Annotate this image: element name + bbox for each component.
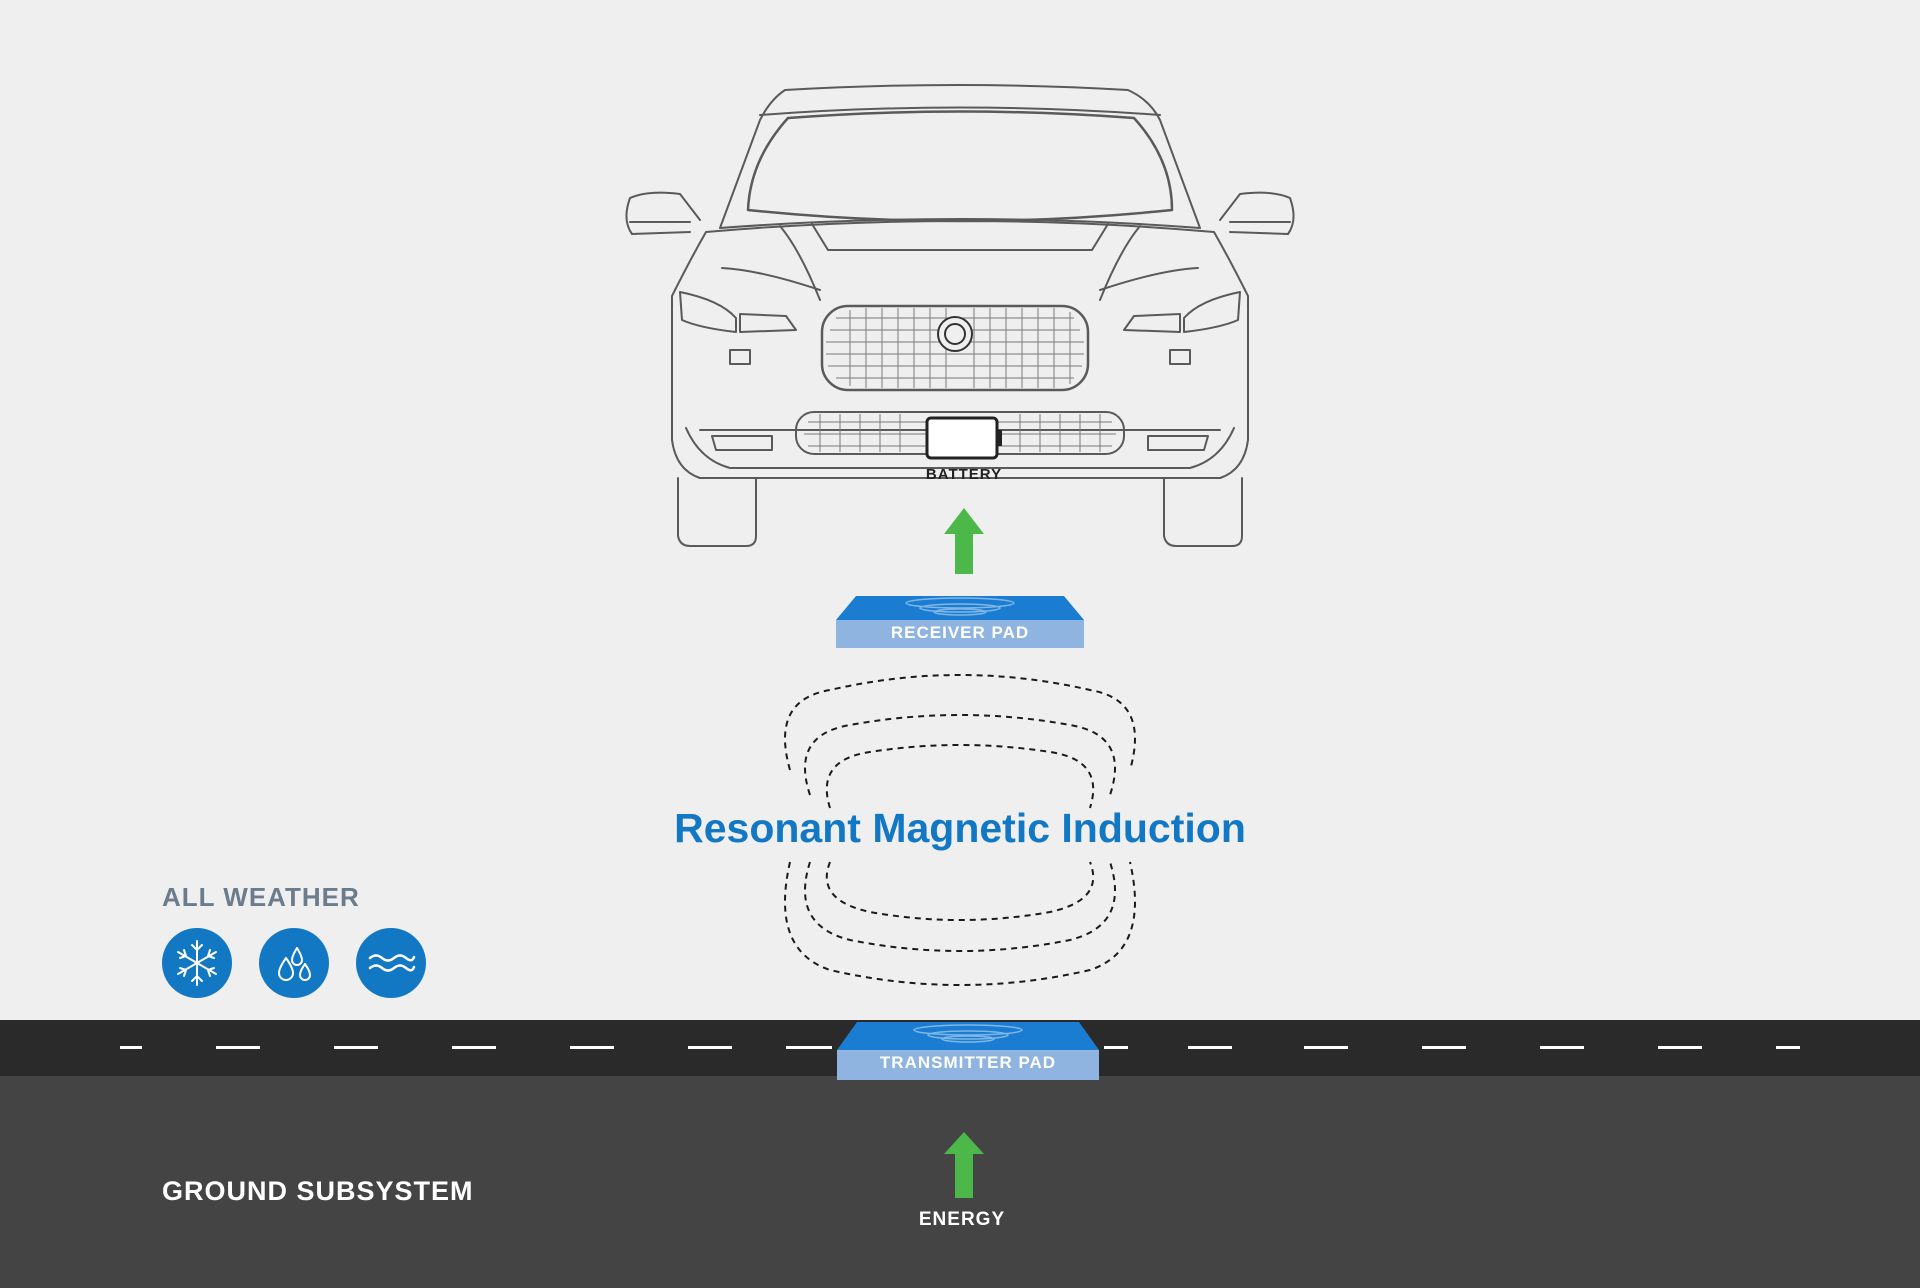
energy-up-arrow-upper <box>944 508 984 574</box>
transmitter-pad <box>837 1022 1099 1080</box>
snowflake-icon <box>162 928 232 998</box>
battery-label: BATTERY <box>925 466 1003 483</box>
magnetic-field-lines <box>784 674 1136 986</box>
ground-subsystem-label: GROUND SUBSYSTEM <box>162 1176 474 1206</box>
energy-label: ENERGY <box>918 1209 1006 1230</box>
battery-icon <box>925 416 1002 460</box>
receiver-pad <box>836 596 1084 648</box>
receiver-pad-label: RECEIVER PAD <box>890 623 1030 642</box>
car-emblem <box>937 316 973 352</box>
raindrops-icon <box>259 928 329 998</box>
all-weather-title: ALL WEATHER <box>162 882 360 912</box>
waves-icon <box>356 928 426 998</box>
diagram-title: Resonant Magnetic Induction <box>674 805 1246 851</box>
transmitter-pad-label: TRANSMITTER PAD <box>879 1053 1057 1072</box>
energy-up-arrow-lower <box>944 1132 984 1198</box>
